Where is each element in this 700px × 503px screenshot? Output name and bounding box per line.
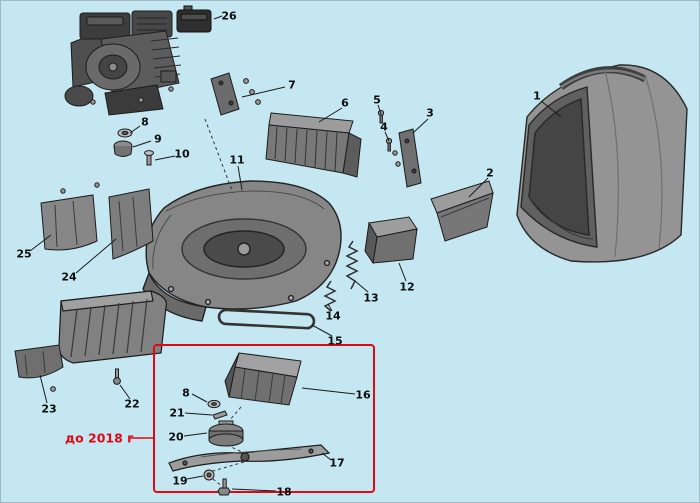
cap-9-part [113,140,133,157]
bracket-3-part [392,128,422,188]
bolt-10-part [144,150,154,166]
side-panel-25-part [40,188,98,251]
bracket-7-part [210,72,261,116]
grass-catcher-part [516,64,688,263]
deck-part [142,180,342,322]
grille-6-part [265,112,362,178]
spring-14-part [323,280,337,312]
side-panel-24-part [94,182,154,260]
chute-12-part [364,216,418,265]
washer-19-part [203,469,215,481]
battery-part [176,5,212,33]
mulch-plug-16-part [224,352,302,406]
key-21-part [212,410,228,420]
screw-22-part [113,368,121,385]
washer-8-part [117,128,133,138]
pre-2018-label: до 2018 г [65,430,134,446]
leader-lines [29,15,562,492]
screw-5-part [377,109,385,124]
seal-15-part [217,308,316,330]
adapter-20-part [208,420,244,447]
pre-2018-region-box [153,344,375,493]
washer-8b-part [207,399,221,409]
assembly-axis-lines [204,118,245,488]
blade-17-part [168,444,331,472]
bracket-23-part [14,344,64,392]
engine-part [64,10,182,116]
bolt-18-part [217,478,231,496]
panel-2-part [430,180,494,242]
spring-13-part [345,240,359,290]
front-cover-part [58,290,168,364]
